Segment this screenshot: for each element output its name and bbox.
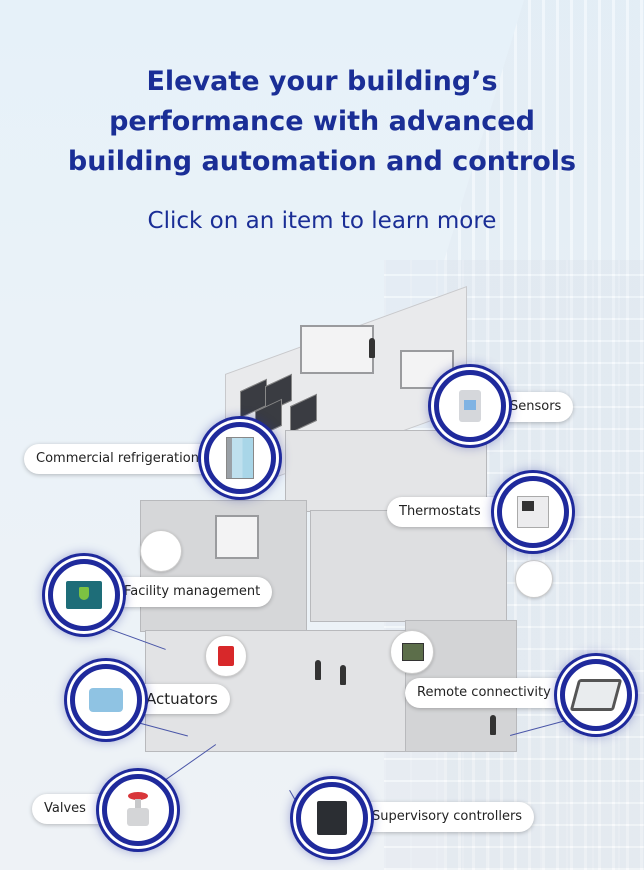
hotspot-remote-connectivity[interactable]: Remote connectivity xyxy=(405,655,635,740)
title-line-2: performance with advanced xyxy=(109,106,535,137)
thermostats-ring[interactable] xyxy=(497,476,569,548)
hotspot-facility-management[interactable]: Facility management xyxy=(44,555,274,640)
commercial-refrigeration-ring[interactable] xyxy=(204,422,276,494)
valves-ring[interactable] xyxy=(102,774,174,846)
actuators-ring[interactable] xyxy=(70,664,142,736)
tablet-icon xyxy=(569,679,623,711)
remote-connectivity-label[interactable]: Remote connectivity xyxy=(405,678,591,708)
controller-icon xyxy=(317,801,347,835)
person-figure xyxy=(369,338,375,358)
office-floor xyxy=(310,510,507,622)
person-figure xyxy=(490,715,496,735)
building-illustration xyxy=(135,285,553,780)
camera-icon xyxy=(515,560,553,598)
refrigerator-icon xyxy=(226,437,254,479)
hotspot-supervisory-controllers[interactable]: Supervisory controllers xyxy=(292,778,537,863)
hotspot-thermostats[interactable]: Thermostats xyxy=(387,472,572,557)
page-subtitle: Click on an item to learn more xyxy=(147,208,497,234)
motion-sensor-icon xyxy=(459,390,481,422)
hotspot-sensors[interactable]: Sensors xyxy=(430,368,590,448)
hotspot-valves[interactable]: Valves xyxy=(32,770,197,855)
page-title: Elevate your building’s performance with… xyxy=(0,62,644,182)
sensors-ring[interactable] xyxy=(434,370,506,442)
hotspot-commercial-refrigeration[interactable]: Commercial refrigeration xyxy=(24,418,289,503)
smoke-detector-icon xyxy=(140,530,182,572)
ac-unit xyxy=(215,515,259,559)
monitor-shield-icon xyxy=(66,581,102,609)
supervisory-controllers-ring[interactable] xyxy=(296,782,368,854)
thermostat-icon xyxy=(517,496,549,528)
person-figure xyxy=(340,665,346,685)
title-line-1: Elevate your building’s xyxy=(146,66,498,97)
remote-connectivity-ring[interactable] xyxy=(560,659,632,731)
hotspot-actuators[interactable]: Actuators xyxy=(66,660,256,745)
title-line-3: building automation and controls xyxy=(67,146,577,177)
fire-alarm-icon xyxy=(205,635,247,677)
valve-icon xyxy=(125,792,151,828)
person-figure xyxy=(315,660,321,680)
rooftop-hvac-unit xyxy=(300,325,374,374)
commercial-refrigeration-label[interactable]: Commercial refrigeration xyxy=(24,444,239,474)
actuator-icon xyxy=(89,688,123,712)
keypad-icon xyxy=(390,630,434,674)
facility-management-ring[interactable] xyxy=(48,559,120,631)
